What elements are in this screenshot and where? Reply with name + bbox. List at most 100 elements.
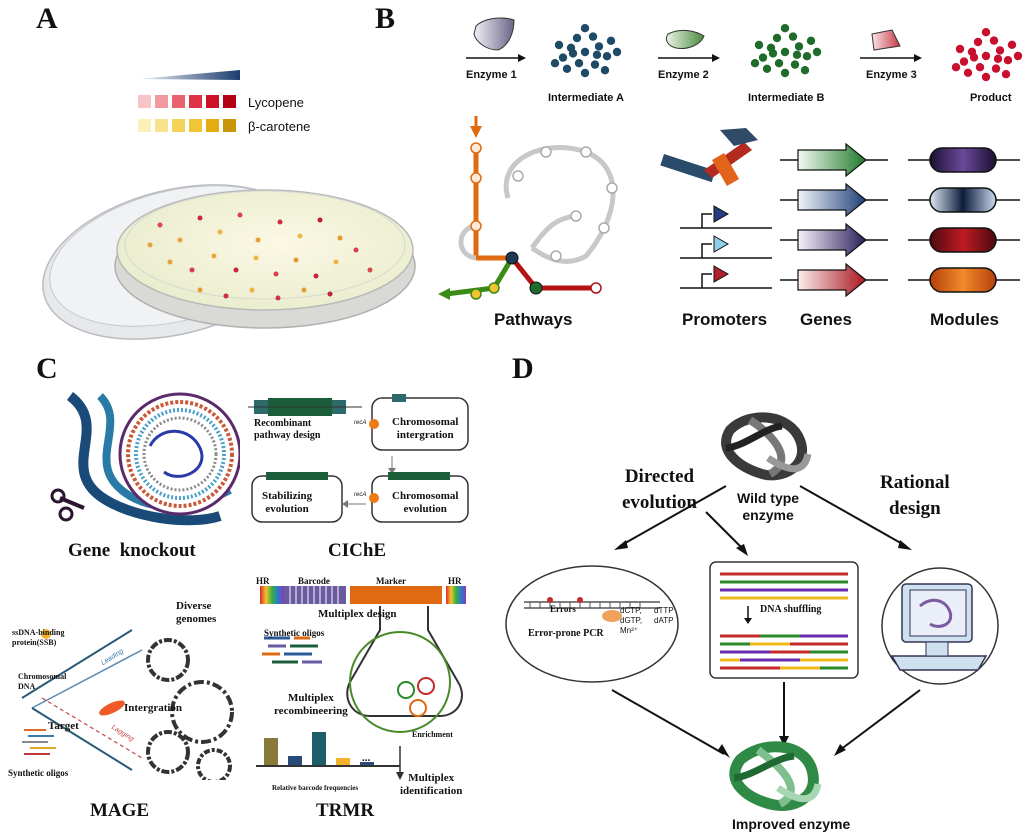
trmr-title: TRMR <box>316 800 375 821</box>
trmr-multiplex-design: Multiplex design <box>318 608 397 620</box>
molecule-dot <box>580 68 590 78</box>
molecule-dot <box>568 49 578 58</box>
trmr-barcode-label: Barcode <box>298 576 330 586</box>
carotene-swatch <box>223 119 236 132</box>
lycopene-swatches <box>138 94 248 115</box>
molecule-dot <box>1013 51 1023 61</box>
intermediate-b-cluster <box>750 24 822 78</box>
errors-label: Errors <box>550 604 576 614</box>
ciche-diagram <box>248 394 469 523</box>
gene-knockout-title: Gene knockout <box>68 540 196 561</box>
molecule-dot <box>989 36 999 45</box>
molecule-dot <box>554 40 564 50</box>
lycopene-swatch <box>172 95 185 108</box>
molecule-dot <box>580 47 590 57</box>
molecule-dot <box>981 72 991 82</box>
ciche-reca-2: recA <box>354 492 367 498</box>
panel-d-letter: D <box>512 352 534 385</box>
mage-oligos-label: Synthetic oligos <box>8 768 69 778</box>
molecule-dot <box>562 64 572 74</box>
carotene-swatch <box>172 119 185 132</box>
enzyme-2-label: Enzyme 2 <box>658 69 709 81</box>
ciche-title: CIChE <box>328 540 387 561</box>
molecule-dot <box>780 47 790 57</box>
molecule-dot <box>995 46 1005 55</box>
panel-c-letter: C <box>36 352 58 385</box>
molecule-dot <box>592 50 602 59</box>
molecule-dot <box>574 59 584 68</box>
intermediate-b-label: Intermediate B <box>748 92 825 104</box>
modules-caption: Modules <box>930 310 999 329</box>
mage-target-label: Target <box>48 720 79 732</box>
improved-enzyme-structure <box>729 741 822 811</box>
mage-integration-label: Intergration <box>124 702 183 714</box>
intermediate-a-label: Intermediate A <box>548 92 625 104</box>
pathways-diagram <box>438 116 618 300</box>
molecule-dot <box>754 40 764 50</box>
molecule-dot <box>768 49 778 58</box>
trmr-diagram <box>256 586 466 780</box>
molecule-dot <box>590 60 600 69</box>
molecule-dot <box>750 59 760 68</box>
enzyme-3-label: Enzyme 3 <box>866 69 917 81</box>
colonies <box>147 212 373 301</box>
trmr-frequencies-label: Relative barcode frequencies <box>272 784 359 792</box>
molecule-dot <box>1003 56 1013 65</box>
lycopene-swatch <box>223 95 236 108</box>
molecule-dot <box>806 36 816 45</box>
molecule-dot <box>612 47 622 57</box>
molecule-dot <box>1001 70 1011 79</box>
molecule-dot <box>951 62 961 72</box>
trmr-hr-right: HR <box>448 576 462 586</box>
molecule-dot <box>602 52 612 61</box>
molecule-dot <box>955 44 965 54</box>
panel-a-petri-dish <box>42 70 416 340</box>
carotene-swatch <box>138 119 151 132</box>
molecule-dot <box>993 54 1003 63</box>
dna-shuffling-label: DNA shuffling <box>760 604 822 615</box>
molecule-dot <box>600 66 610 75</box>
error-prone-pcr-box <box>505 565 679 683</box>
lycopene-swatch <box>155 95 168 108</box>
product-cluster <box>951 28 1023 82</box>
trmr-marker-label: Marker <box>376 576 406 586</box>
molecule-dot <box>959 57 969 66</box>
dntps-label-1: dCTP,dGTP,Mn²⁺ <box>620 606 643 635</box>
molecule-dot <box>792 50 802 59</box>
panel-a-letter: A <box>36 2 58 35</box>
molecule-dot <box>606 36 616 45</box>
enzyme-1-shape <box>473 17 515 51</box>
lycopene-swatch <box>206 95 219 108</box>
tools-icon <box>660 128 758 186</box>
molecule-dot <box>594 42 604 51</box>
molecule-dot <box>588 32 598 41</box>
ciche-reca-1: recA <box>354 420 367 426</box>
enzyme-2-shape <box>665 29 705 49</box>
carotene-swatch <box>189 119 202 132</box>
panel-d-diagram <box>505 412 999 811</box>
wild-type-enzyme-structure <box>721 412 812 481</box>
intermediate-a-cluster <box>550 24 622 78</box>
modules-icons <box>908 147 1020 293</box>
carotene-swatch <box>155 119 168 132</box>
carotene-swatches <box>138 118 248 139</box>
enzyme-cascade <box>466 17 1023 82</box>
molecule-dot <box>788 32 798 41</box>
molecule-dot <box>580 24 590 33</box>
legend-lycopene: Lycopene <box>248 95 304 110</box>
legend-beta-carotene: β-carotene <box>248 119 311 134</box>
molecule-dot <box>790 60 800 69</box>
pathways-caption: Pathways <box>494 310 573 329</box>
carotene-swatch <box>206 119 219 132</box>
molecule-dot <box>780 68 790 78</box>
